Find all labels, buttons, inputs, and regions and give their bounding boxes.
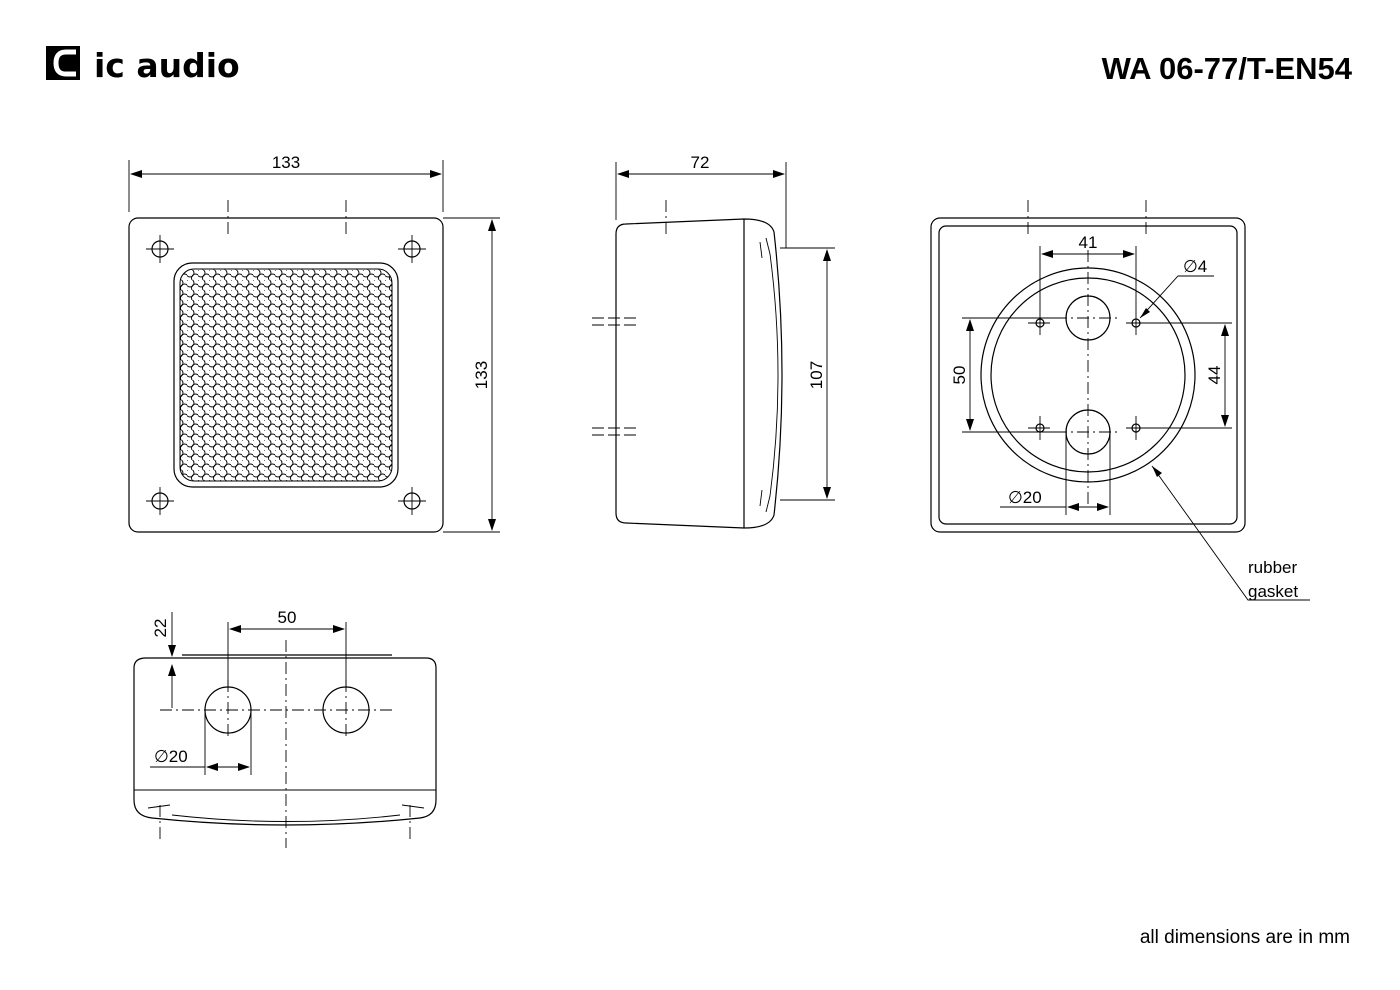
gasket-label-line2: gasket — [1248, 582, 1298, 601]
back-spacing-h-label: 41 — [1079, 233, 1098, 252]
model-title: WA 06-77/T-EN54 — [1102, 51, 1353, 86]
back-spacing-v-right-label: 44 — [1205, 366, 1224, 385]
top-offset-label: 22 — [151, 619, 170, 638]
logo-text: ic audio — [94, 46, 240, 85]
logo: ic audio — [46, 46, 240, 85]
units-note: all dimensions are in mm — [1140, 927, 1350, 948]
logo-mark-icon — [46, 46, 80, 80]
top-cable-entry-label: ∅20 — [154, 747, 188, 766]
front-corner-screws — [146, 235, 426, 515]
back-cable-entry-label: ∅20 — [1008, 488, 1042, 507]
side-depth-label: 72 — [691, 153, 710, 172]
side-view: 72 107 — [592, 153, 835, 529]
front-height-label: 133 — [472, 361, 491, 389]
back-view: 41 ∅4 50 44 ∅20 rubber gasket — [930, 200, 1310, 601]
gasket-label-line1: rubber — [1248, 558, 1297, 577]
back-screw-hole-label: ∅4 — [1183, 257, 1207, 276]
back-spacing-v-label: 50 — [950, 366, 969, 385]
front-width-label: 133 — [272, 153, 300, 172]
top-view: 22 50 ∅20 — [133, 608, 437, 848]
side-height-label: 107 — [807, 361, 826, 389]
top-spacing-label: 50 — [278, 608, 297, 627]
front-view: 133 133 — [128, 153, 500, 533]
